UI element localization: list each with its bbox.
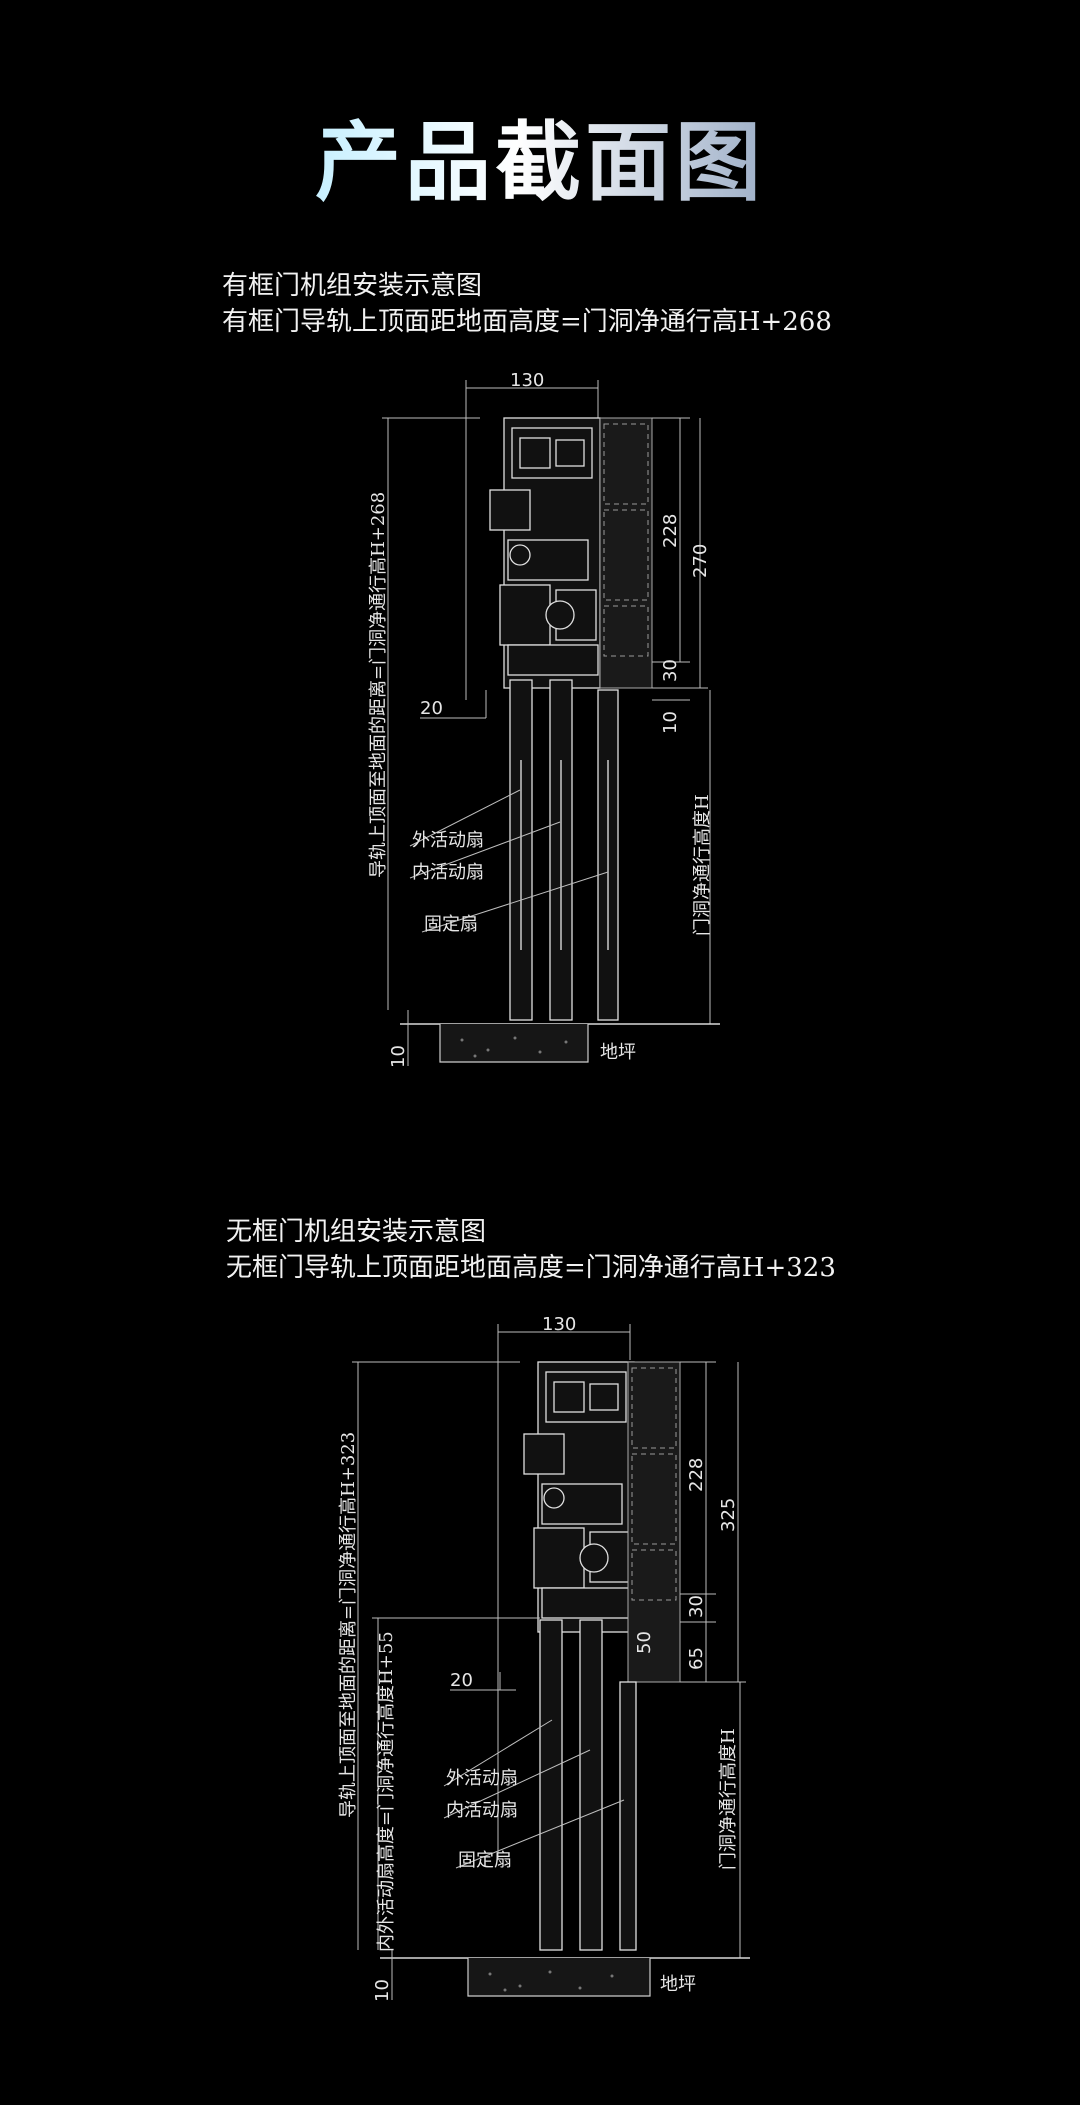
section2-label-fixed: 固定扇 [458,1850,512,1871]
section1-dim-10-right: 10 [660,711,681,734]
section1-caption-line1: 有框门机组安装示意图 [222,271,483,301]
section1-label-fixed: 固定扇 [424,914,478,935]
section2-dim-50: 50 [634,1631,655,1654]
section2-dim-65: 65 [686,1647,707,1670]
section1-label-inner: 内活动扇 [412,862,484,883]
section2-caption-line2: 无框门导轨上顶面距地面高度=门洞净通行高H+323 [226,1253,836,1283]
section2-dim-228: 228 [686,1458,707,1492]
section2-floor-slab [467,1958,651,1997]
section2-fixed-leaf [619,1681,637,1951]
section2-dim-130: 130 [542,1314,576,1335]
section2-vertical-left: 导轨上顶面至地面的距离=门洞净通行高H+323 [338,1432,359,1818]
section2-vertical-right: 门洞净通行高度H [718,1728,739,1870]
section1-dim-20: 20 [420,698,443,719]
section2-drawing: 130 228 325 30 65 50 [338,1314,750,2002]
section2-vertical-left2: 内外活动扇高度=门洞净通行高度H+55 [376,1631,397,1952]
section2-dim-325: 325 [718,1498,739,1532]
section1-vertical-left: 导轨上顶面至地面的距离=门洞净通行高H+268 [368,492,389,878]
section2-inner-leaf [579,1619,603,1951]
section1-caption-line2: 有框门导轨上顶面距地面高度=门洞净通行高H+268 [222,307,832,337]
section1-vertical-right: 门洞净通行高度H [692,794,713,936]
section2-outer-leaf [539,1619,563,1951]
section2-dim-10-floor: 10 [372,1979,393,2002]
section1-floor-slab [439,1024,589,1063]
section2-label-floor: 地坪 [660,1974,696,1995]
section1-label-floor: 地坪 [600,1042,636,1063]
section1-dim-130: 130 [510,370,544,391]
section1-dim-10-floor: 10 [388,1045,409,1068]
section2-label-inner: 内活动扇 [446,1800,518,1821]
section2-dim-20: 20 [450,1670,473,1691]
section1-caption: 有框门机组安装示意图 有框门导轨上顶面距地面高度=门洞净通行高H+268 [222,268,832,340]
section1-dim-228: 228 [660,514,681,548]
section2-caption-line1: 无框门机组安装示意图 [226,1217,487,1247]
section1-dim-270: 270 [690,544,711,578]
section1-label-outer: 外活动扇 [412,830,484,851]
section1-drawing: 130 228 270 30 10 20 [368,370,720,1068]
section1-dim-30: 30 [660,659,681,682]
section2-label-outer: 外活动扇 [446,1768,518,1789]
section2-caption: 无框门机组安装示意图 无框门导轨上顶面距地面高度=门洞净通行高H+323 [226,1214,836,1286]
page-title: 产品截面图 [315,113,765,213]
section2-dim-30: 30 [686,1595,707,1618]
